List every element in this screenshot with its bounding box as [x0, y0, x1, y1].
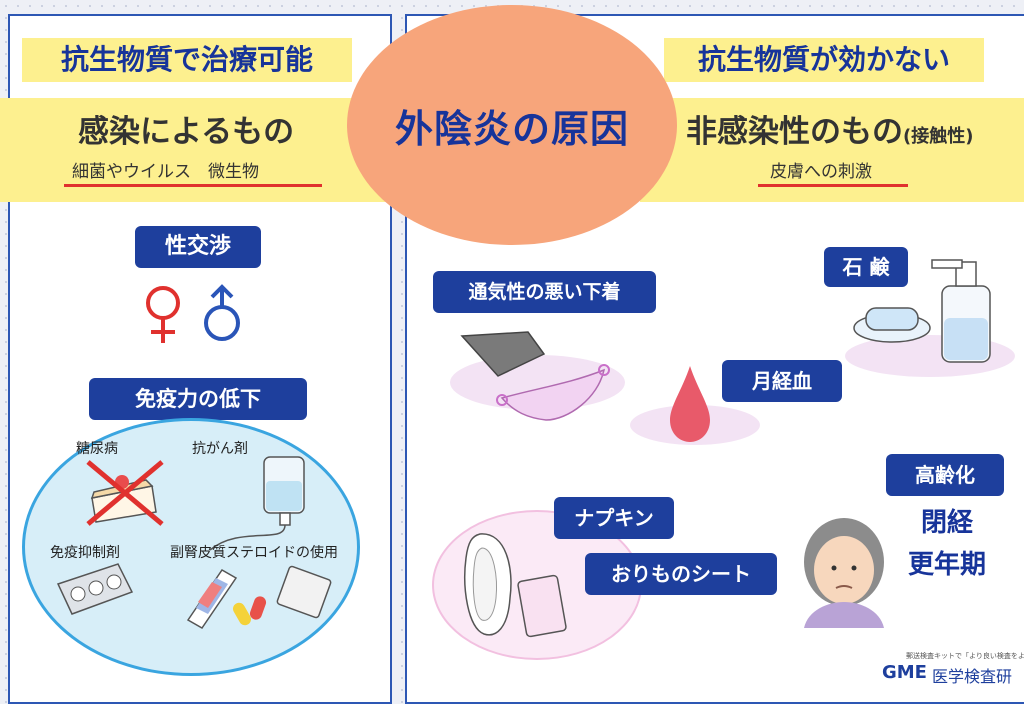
male-symbol-icon [204, 284, 240, 341]
label-immunosuppressant: 免疫抑制剤 [50, 545, 120, 561]
page-title: 外陰炎の原因 [394, 106, 629, 151]
ointment-and-capsules-icon [186, 565, 332, 629]
underwear-icon [460, 331, 610, 421]
logo-tagline: 郵送検査キットで「より良い検査をより早 [906, 652, 1024, 660]
pill-aging: 高齢化 [886, 454, 1004, 496]
cake-crossed-icon [86, 460, 164, 526]
right-heading: 非感染性のもの(接触性) [686, 106, 973, 151]
pill-menstrual-blood: 月経血 [722, 360, 842, 402]
logo-name: 医学検査研 [932, 667, 1013, 686]
soap-and-pump-bottle-icon [853, 259, 991, 363]
label-steroid: 副腎皮質ステロイドの使用 [170, 545, 338, 561]
pill-pack-icon [56, 563, 134, 615]
logo-mark: GME [882, 662, 927, 683]
label-diabetes: 糖尿病 [76, 441, 118, 457]
pill-sexual-intercourse: 性交渉 [135, 226, 261, 268]
left-heading: 感染によるもの [78, 114, 295, 150]
right-heading-main: 非感染性のもの [686, 114, 903, 150]
right-subheading: 皮膚への刺激 [770, 162, 872, 182]
label-anticancer: 抗がん剤 [192, 441, 248, 457]
left-tag: 抗生物質で治療可能 [22, 38, 352, 82]
pill-immune-decline: 免疫力の低下 [89, 378, 307, 420]
pill-napkin: ナプキン [554, 497, 674, 539]
pill-soap: 石 鹸 [824, 247, 908, 287]
right-tag: 抗生物質が効かない [664, 38, 984, 82]
napkin-and-liner-icon [464, 533, 567, 638]
menopause-text: 閉経 [920, 508, 973, 538]
right-underline [758, 184, 908, 187]
pill-poor-breathability-underwear: 通気性の悪い下着 [433, 271, 656, 313]
climacteric-text: 更年期 [907, 550, 986, 580]
female-symbol-icon [146, 286, 180, 343]
left-subheading: 細菌やウイルス 微生物 [72, 162, 259, 182]
iv-drip-icon [209, 456, 305, 551]
left-underline [64, 184, 322, 187]
center-title-circle: 外陰炎の原因 [347, 5, 677, 245]
blood-drop-icon [670, 366, 710, 442]
pill-panty-liner: おりものシート [585, 553, 777, 595]
right-heading-note: (接触性) [903, 126, 974, 147]
elderly-woman-icon [804, 518, 884, 628]
